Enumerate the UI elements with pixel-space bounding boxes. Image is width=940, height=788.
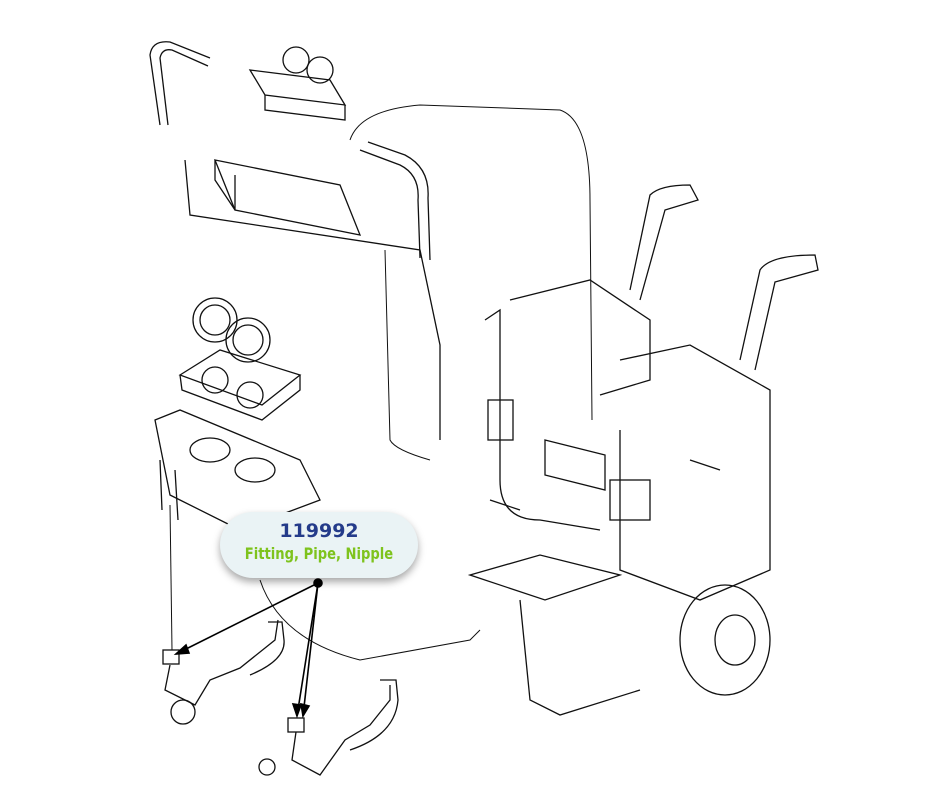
right-hose xyxy=(359,141,431,261)
return-hose xyxy=(349,104,593,421)
part-description: Fitting, Pipe, Nipple xyxy=(244,544,394,563)
top-hose xyxy=(149,41,211,126)
left-valve-assembly xyxy=(162,619,285,725)
gauge-manifold xyxy=(248,46,347,121)
pump-block xyxy=(154,409,321,531)
cart xyxy=(467,184,819,716)
right-valve-assembly xyxy=(258,679,399,776)
part-callout: 119992 Fitting, Pipe, Nipple xyxy=(220,512,418,578)
long-hose xyxy=(384,249,431,461)
fan-assembly xyxy=(178,297,302,421)
part-number: 119992 xyxy=(279,520,359,542)
bottom-hose xyxy=(259,579,481,661)
callout-leaders xyxy=(173,578,323,719)
